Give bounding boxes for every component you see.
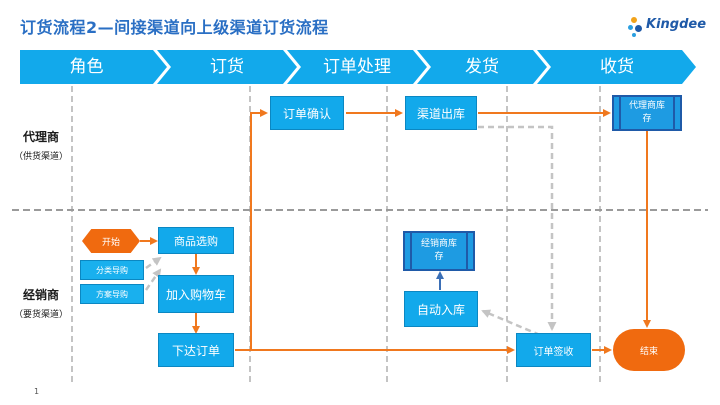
phase-receiving: 收货 [600,57,634,77]
phase-order-processing: 订单处理 [323,57,391,77]
node-order-receipt: 订单签收 [516,333,591,367]
logo-dot-icon [632,33,636,37]
lane-buyer-name: 经销商 [22,288,59,302]
page-title: 订货流程2—间接渠道向上级渠道订货流程 [20,18,329,37]
node-add-cart: 加入购物车 [158,275,234,313]
logo-dot-icon [628,25,633,30]
lane-supplier-sub: （供货渠道） [13,152,68,162]
node-scheme-guide: 方案导购 [80,284,144,304]
page-number: 1 [34,387,40,396]
node-agent-stock: 代理商库存 [612,95,682,131]
node-category-guide: 分类导购 [80,260,144,280]
node-end: 结束 [613,329,685,371]
logo-text: Kingdee [646,17,707,32]
node-place-order: 下达订单 [158,333,234,367]
phase-role: 角色 [69,57,104,77]
phase-shipping: 发货 [465,57,499,77]
logo-dot-icon [635,25,642,32]
lane-buyer-sub: （要货渠道） [13,310,68,320]
node-channel-outbound: 渠道出库 [405,96,477,130]
node-dealer-stock: 经销商库存 [403,231,475,271]
lane-supplier-name: 代理商 [22,130,59,144]
node-auto-inbound: 自动入库 [404,291,478,327]
phase-ordering: 订货 [210,57,244,77]
lane-buyer: 经销商 （要货渠道） [4,286,78,320]
node-product-select: 商品选购 [158,227,234,254]
phase-bar [20,50,696,84]
lane-supplier: 代理商 （供货渠道） [4,128,78,162]
node-order-confirm: 订单确认 [270,96,344,130]
logo-dot-icon [631,17,637,23]
node-start: 开始 [82,229,140,253]
kingdee-logo: Kingdee [628,16,708,38]
